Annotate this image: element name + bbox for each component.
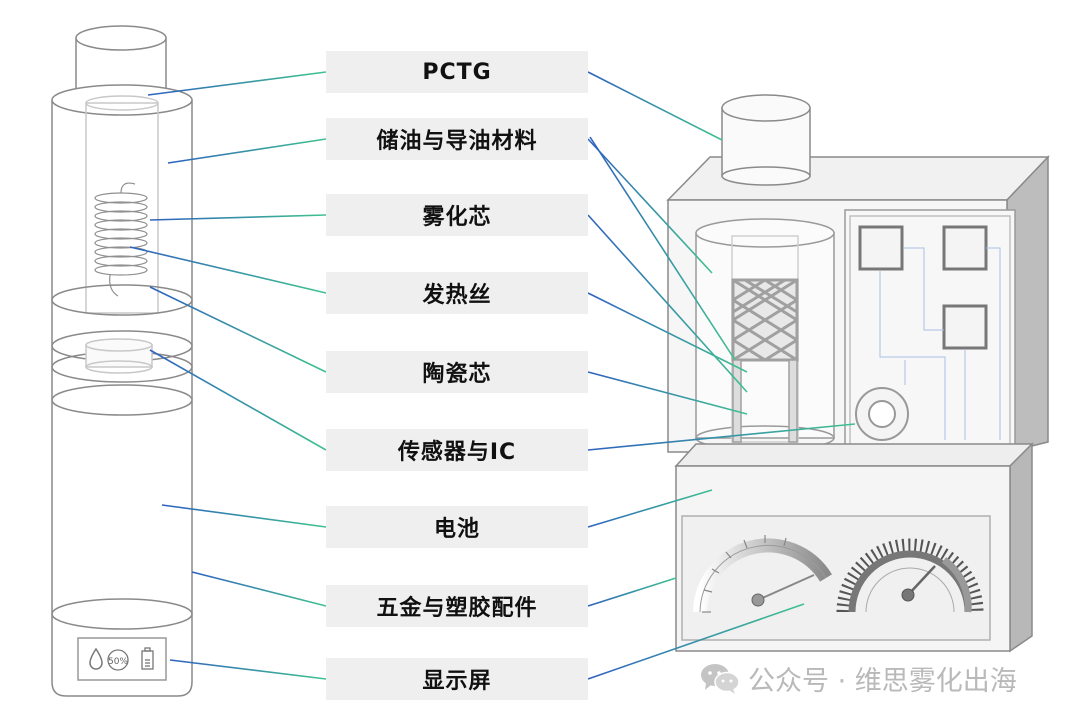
- device-body: [51, 100, 193, 697]
- line-left-sensor: [149, 349, 327, 451]
- drop-icon: [89, 647, 103, 670]
- lower-cabinet: [674, 442, 1034, 653]
- wechat-icon: [701, 664, 740, 694]
- line-right-ceramic: [587, 371, 748, 415]
- label-ceramic-core: 陶瓷芯: [326, 351, 588, 393]
- line-left-wire: [129, 246, 327, 294]
- battery-small-icon: [141, 647, 154, 670]
- line-right-sensor: [587, 423, 856, 451]
- line-right-atomizer: [587, 214, 748, 393]
- mesh-core: [731, 278, 799, 443]
- line-left-display: [169, 659, 327, 680]
- percent-ring-icon: [107, 649, 129, 671]
- line-left-hardware: [191, 571, 327, 607]
- label-hardware-plastic: 五金与塑胶配件: [326, 585, 588, 627]
- display-icons: [89, 647, 154, 671]
- gauge-right-needle: [907, 565, 936, 596]
- circuit-traces: [879, 247, 1001, 440]
- watermark-text: 公众号 · 维思雾化出海: [748, 665, 1017, 697]
- gauge-panel: [681, 515, 991, 641]
- left-device: [51, 25, 193, 697]
- line-left-atomizer: [149, 214, 327, 221]
- chip-2: [942, 225, 988, 271]
- line-right-wire: [587, 292, 748, 373]
- watermark: 公众号 · 维思雾化出海: [700, 658, 1017, 698]
- gauge-left-needle: [757, 574, 815, 601]
- line-left-battery: [161, 504, 327, 528]
- label-heating-wire: 发热丝: [326, 272, 588, 314]
- label-sensor-ic: 传感器与IC: [326, 429, 588, 471]
- gauge-left: [693, 535, 832, 613]
- heating-coil: [94, 182, 148, 297]
- line-right-oil: [587, 138, 713, 274]
- line-right-hardware: [587, 577, 677, 607]
- inner-tube: [85, 102, 159, 314]
- connector-lines: [129, 71, 856, 680]
- line-left-pctg: [147, 71, 327, 96]
- label-battery: 电池: [326, 506, 588, 548]
- label-pctg: PCTG: [326, 51, 588, 93]
- label-oil-material: 储油与导油材料: [326, 118, 588, 160]
- label-display: 显示屏: [326, 658, 588, 700]
- chip-3: [942, 304, 988, 350]
- label-atomizer-core: 雾化芯: [326, 194, 588, 236]
- body-top-rim: [51, 84, 193, 116]
- chip-cylinder: [85, 338, 153, 374]
- segment-rim-4: [51, 384, 193, 416]
- gauge-right: [836, 538, 984, 613]
- display-percent-text: 50%: [108, 657, 128, 667]
- right-device: [666, 94, 1050, 653]
- display-panel: [77, 637, 167, 681]
- line-left-oil: [167, 138, 327, 164]
- line-left-ceramic: [149, 286, 327, 373]
- line-right-display: [587, 603, 805, 680]
- circuit-panel: [844, 209, 1016, 453]
- machine-cap: [721, 94, 811, 186]
- segment-rim-1: [51, 284, 193, 316]
- line-right-battery: [587, 489, 713, 528]
- chip-1: [858, 225, 904, 271]
- sensor-ring-inner: [868, 400, 896, 428]
- line-right-oil-2: [589, 136, 736, 361]
- line-right-pctg: [587, 71, 723, 141]
- segment-rim-5: [51, 598, 193, 630]
